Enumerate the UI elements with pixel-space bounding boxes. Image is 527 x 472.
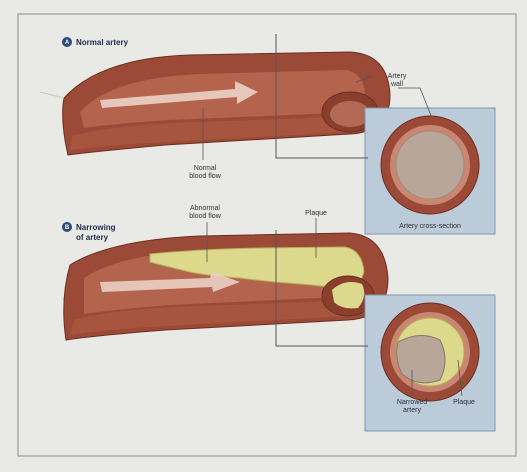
badge-a-label: A bbox=[65, 40, 70, 46]
panel-normal-artery: A Normal artery Artery wall Normal blood… bbox=[40, 34, 495, 234]
abnormal-flow-label-1: Abnormal bbox=[190, 205, 220, 212]
normal-cross-section-lumen bbox=[396, 131, 464, 199]
artery-wall-label-2: wall bbox=[390, 81, 404, 88]
plaque-label-top: Plaque bbox=[305, 210, 327, 217]
normal-opening-inner bbox=[330, 101, 370, 127]
cross-section-label: Artery cross-section bbox=[399, 223, 461, 230]
narrowed-artery-label-2: artery bbox=[403, 407, 421, 414]
panel-b-title-2: of artery bbox=[76, 233, 109, 242]
panel-b-title-1: Narrowing bbox=[76, 223, 116, 232]
plaque-label-bottom: Plaque bbox=[453, 399, 475, 406]
normal-cut-hint bbox=[40, 92, 64, 98]
artery-wall-label-1: Artery bbox=[388, 73, 407, 80]
normal-flow-label-1: Normal bbox=[194, 165, 217, 172]
panel-a-title: Normal artery bbox=[76, 38, 129, 47]
normal-flow-label-2: blood flow bbox=[189, 173, 221, 180]
badge-b-label: B bbox=[65, 225, 70, 231]
narrowed-artery-label-1: Narrowed bbox=[397, 399, 427, 406]
abnormal-flow-label-2: blood flow bbox=[189, 213, 221, 220]
panel-narrowing-artery: B Narrowing of artery Abnormal blood flo… bbox=[62, 205, 495, 431]
narrowed-cross-section-lumen bbox=[397, 335, 445, 382]
